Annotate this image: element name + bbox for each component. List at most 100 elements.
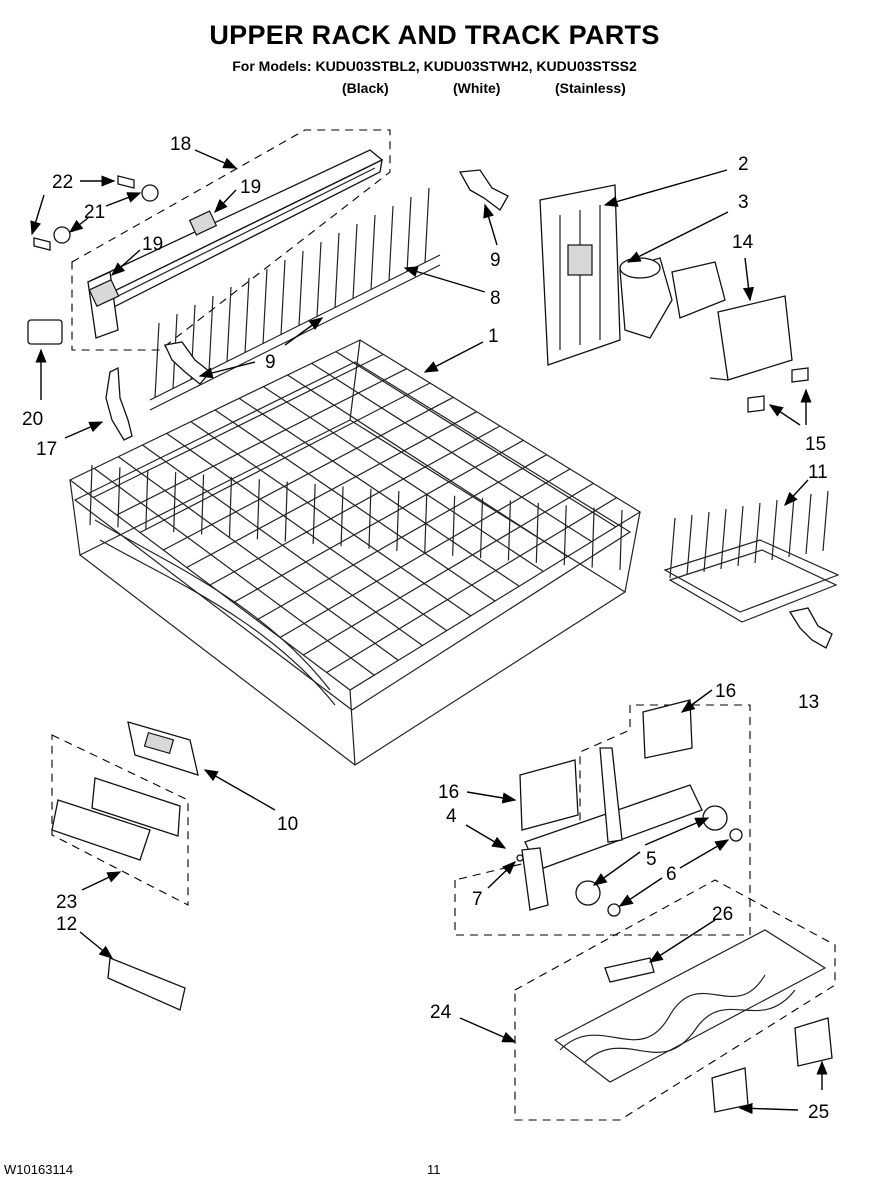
callout-3: 3	[738, 192, 749, 213]
axle-part-6-lower	[607, 903, 621, 917]
rack-tine	[312, 483, 316, 544]
callout-1: 1	[488, 326, 499, 347]
rack-tine	[228, 476, 233, 537]
folding-tine-rack-part-11	[663, 490, 840, 623]
tine-wire	[154, 322, 160, 399]
callout-labels: 18 22 19 21 19 9 8 2 3 14 1 9 20 17 15 1…	[22, 134, 829, 1123]
callout-25: 25	[808, 1102, 829, 1123]
tine-wire	[388, 205, 394, 282]
callout-19-lower: 19	[142, 234, 163, 255]
rack-stop-part-10	[127, 721, 199, 776]
rack-tine	[563, 505, 567, 566]
rack-tine	[340, 486, 344, 547]
rack-tine	[173, 472, 177, 533]
track-cover-part-23	[51, 777, 181, 861]
rack-tine	[89, 464, 93, 526]
axle-part-6-upper	[729, 828, 743, 842]
hook-part-26	[604, 957, 655, 983]
screw-22b	[33, 237, 51, 251]
tine-wire	[788, 496, 795, 558]
rack-stop-part-12	[107, 957, 186, 1011]
tine-wire	[352, 223, 358, 300]
track-part-4	[521, 747, 703, 911]
callout-8: 8	[490, 288, 501, 309]
models-line: For Models: KUDU03STBL2, KUDU03STWH2, KU…	[232, 58, 637, 74]
rack-tine	[256, 479, 260, 540]
callout-7: 7	[472, 889, 483, 910]
rack-wire	[263, 386, 544, 572]
callout-5: 5	[646, 849, 657, 870]
adjuster-housing-part-2	[539, 184, 621, 366]
rack-tine	[619, 509, 623, 571]
rack-tine	[535, 502, 539, 563]
callout-13: 13	[798, 692, 819, 713]
tine-wire	[226, 286, 232, 363]
rack-tine	[284, 481, 288, 542]
rack-tine	[200, 474, 205, 535]
rack-wire	[238, 397, 520, 587]
tine-wire	[822, 490, 829, 552]
tine-wire	[208, 295, 214, 372]
callout-9-upper: 9	[490, 250, 501, 271]
washer-21b	[53, 226, 71, 244]
tine-wire	[669, 517, 676, 579]
callout-11: 11	[808, 462, 828, 483]
track-stop-part-16-lower	[519, 759, 579, 831]
tine-wire	[720, 508, 727, 570]
callout-16-upper: 16	[715, 681, 736, 702]
pin-part-7	[516, 854, 524, 862]
clip-part-9-lower	[164, 341, 211, 385]
tine-wire	[754, 502, 761, 564]
page-number: 11	[427, 1162, 441, 1177]
tine-wire	[686, 514, 693, 576]
tine-rack-part-24	[553, 929, 827, 1083]
rack-tine	[396, 491, 400, 552]
callout-16-lower: 16	[438, 782, 459, 803]
rack-tine	[479, 498, 484, 559]
document-number: W10163114	[4, 1162, 74, 1177]
rack-wire	[311, 362, 592, 543]
screw-22a	[117, 175, 135, 189]
tine-wire	[424, 187, 430, 264]
screw-15b	[747, 395, 765, 413]
rack-tine	[117, 467, 121, 528]
tine-wire	[298, 250, 304, 327]
tine-wire	[244, 277, 250, 354]
tine-wire	[771, 499, 778, 561]
callout-9-lower: 9	[265, 352, 276, 373]
callout-18: 18	[170, 134, 191, 155]
tine-wire	[406, 196, 412, 273]
callout-17: 17	[36, 439, 57, 460]
variant-white: (White)	[453, 80, 501, 96]
rack-tine	[368, 488, 372, 549]
hook-part-17	[105, 366, 133, 441]
end-cap-part-20	[27, 319, 63, 345]
adjuster-arm-part-3	[619, 257, 726, 339]
tine-wire	[280, 259, 286, 336]
callout-21: 21	[84, 202, 105, 223]
page-title: UPPER RACK AND TRACK PARTS	[209, 20, 660, 50]
clip-part-9-top	[458, 169, 509, 211]
tine-wire	[737, 505, 744, 567]
callout-20: 20	[22, 409, 43, 430]
washer-21a	[141, 184, 159, 202]
tine-wire	[316, 241, 322, 318]
screw-15a	[791, 367, 809, 383]
callout-19-upper: 19	[240, 177, 261, 198]
clip-part-25-right	[794, 1017, 833, 1067]
clip-part-25-lower	[711, 1067, 749, 1113]
callout-22: 22	[52, 172, 73, 193]
callout-24: 24	[430, 1002, 452, 1023]
tine-wire	[334, 232, 340, 309]
cover-part-14	[709, 295, 793, 381]
rack-wire	[287, 374, 568, 558]
tine-wire	[805, 493, 812, 555]
callout-12: 12	[56, 914, 77, 935]
wheel-part-5-lower	[575, 880, 601, 906]
callout-14: 14	[732, 232, 754, 253]
upper-track-assembly	[27, 129, 391, 351]
rack-tine	[145, 469, 149, 530]
callout-26: 26	[712, 904, 733, 925]
callout-23: 23	[56, 892, 77, 913]
